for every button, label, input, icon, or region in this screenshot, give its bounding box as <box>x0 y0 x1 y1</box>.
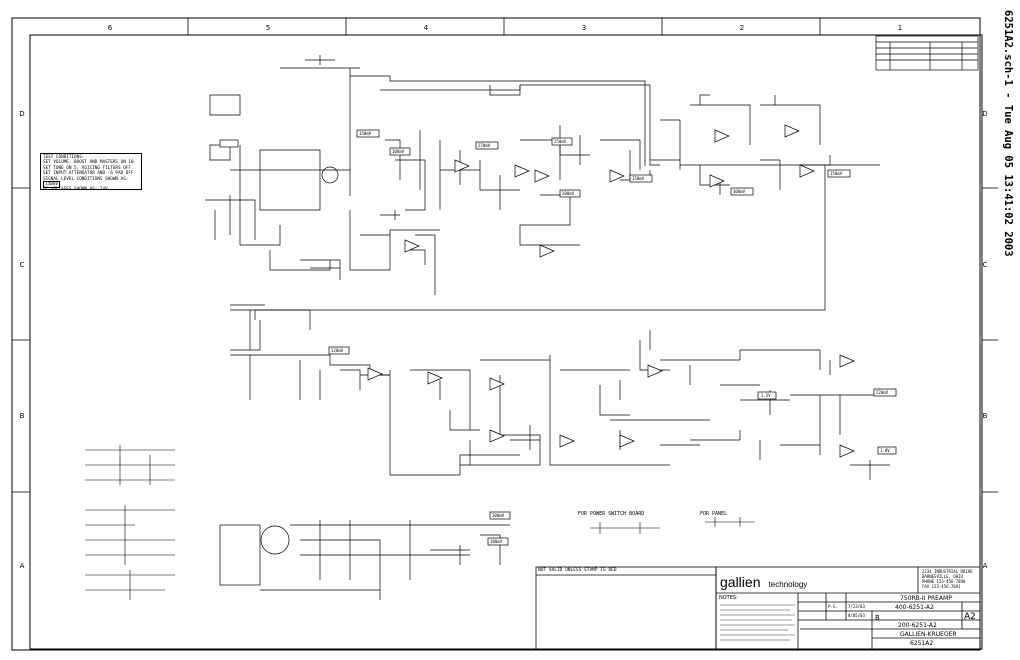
level-tag: 150mV <box>632 176 645 181</box>
test-conditions-box: TEST CONDITIONS: SET VOLUME, BOOST AND M… <box>40 153 142 193</box>
level-tag: 270mV <box>478 143 491 148</box>
zone-top-6: 6 <box>108 24 113 32</box>
company-address: 2234 INDUSTRIAL DRIVE BARNESVILLE, OHIO … <box>922 569 973 589</box>
level-tag: 120mV <box>331 348 344 353</box>
test-condition-line: SET TONE ON 5, VOICING FILTERS OFF. <box>43 165 134 171</box>
level-tag: 180mV <box>490 539 503 544</box>
connector-group <box>85 445 175 600</box>
company-name: gallien <box>720 574 761 590</box>
level-tag: 100mV <box>392 149 405 154</box>
zone-right-D: D <box>982 110 987 118</box>
level-tag: 200mV <box>492 513 505 518</box>
zone-right-C: C <box>983 261 988 269</box>
dc-tag: 24V <box>99 187 108 193</box>
sheet-size: A2 <box>964 612 976 622</box>
stamp-text: 6251A2.sch-1 - Tue Aug 05 13:41:02 2003 <box>1002 10 1014 257</box>
zone-top-1: 1 <box>898 24 902 32</box>
test-condition-line: SIGNAL LEVEL CONDITIONS SHOWN AS: 150mV <box>43 176 129 189</box>
company-logo: gallien technology <box>720 572 807 591</box>
test-conditions-title: TEST CONDITIONS: <box>43 155 85 160</box>
level-tag: 220mV <box>876 390 889 395</box>
level-tag: 150mV <box>359 131 372 136</box>
dwg-number: 400-6251-A2 <box>895 604 934 611</box>
timestamp-stamp: 6251A2.sch-1 - Tue Aug 05 13:41:02 2003 <box>998 10 1018 270</box>
zone-top-4: 4 <box>424 24 429 32</box>
level-tag: 250mV <box>554 139 567 144</box>
level-tag: 300mV <box>733 189 746 194</box>
outer-border <box>11 17 981 651</box>
opamps-upper <box>404 124 815 258</box>
title-block-frame <box>535 566 981 650</box>
test-condition-line: SET VOLUME, BOOST AND MASTERS ON 10. <box>43 160 137 166</box>
opamps-lower <box>367 354 855 458</box>
switch-connectors <box>590 517 755 534</box>
stuff-note: NOT VALID UNLESS STAMP IS RED <box>538 568 617 573</box>
zone-ruler-side <box>12 187 998 493</box>
level-tags <box>219 129 897 546</box>
zone-left-C: C <box>20 261 25 269</box>
project-title: 750RB-II PREAMP <box>900 595 952 602</box>
revision: B <box>875 614 880 622</box>
board-number: 200-6251-A2 <box>898 622 937 629</box>
inner-border <box>29 34 983 650</box>
notes-lines <box>720 604 795 641</box>
level-tag: 1.5V <box>761 393 771 398</box>
zone-right-B: B <box>983 412 988 420</box>
lower-signal-chain <box>230 309 890 480</box>
company-suffix: technology <box>768 580 808 589</box>
zone-ruler-top <box>187 18 821 35</box>
zone-right-A: A <box>983 562 988 570</box>
test-condition-line: DC VOLTAGES SHOWN AS: 24V <box>43 187 108 193</box>
signal-tag: 150mV <box>43 181 60 189</box>
level-tag: 200mV <box>562 191 575 196</box>
zone-top-2: 2 <box>740 24 744 32</box>
zone-left-B: B <box>20 412 25 420</box>
power-supply <box>219 520 510 600</box>
drawn-by: P.G. <box>828 604 838 609</box>
part-number: 6251A2 <box>910 640 934 647</box>
upper-signal-chain <box>205 55 880 350</box>
designer: GALLIEN-KRUEGER <box>900 631 957 638</box>
date-2: 8/05/03 <box>848 613 865 618</box>
test-condition-line: SET INPUT ATTENUATOR AND -6 PAD OFF. <box>43 171 137 177</box>
zone-top-3: 3 <box>582 24 586 32</box>
panel-label: FOR PANEL <box>700 511 728 517</box>
date-1: 7/23/03 <box>848 604 865 609</box>
level-tag: 150mV <box>830 171 843 176</box>
revision-block <box>875 35 979 71</box>
zone-left-D: D <box>19 110 24 118</box>
notes-heading: NOTES: <box>719 595 738 601</box>
power-switch-label: FOR POWER SWITCH BOARD <box>578 511 645 517</box>
zone-top-5: 5 <box>266 24 270 32</box>
zone-left-A: A <box>20 562 25 570</box>
level-tag: 1.0V <box>880 448 890 453</box>
